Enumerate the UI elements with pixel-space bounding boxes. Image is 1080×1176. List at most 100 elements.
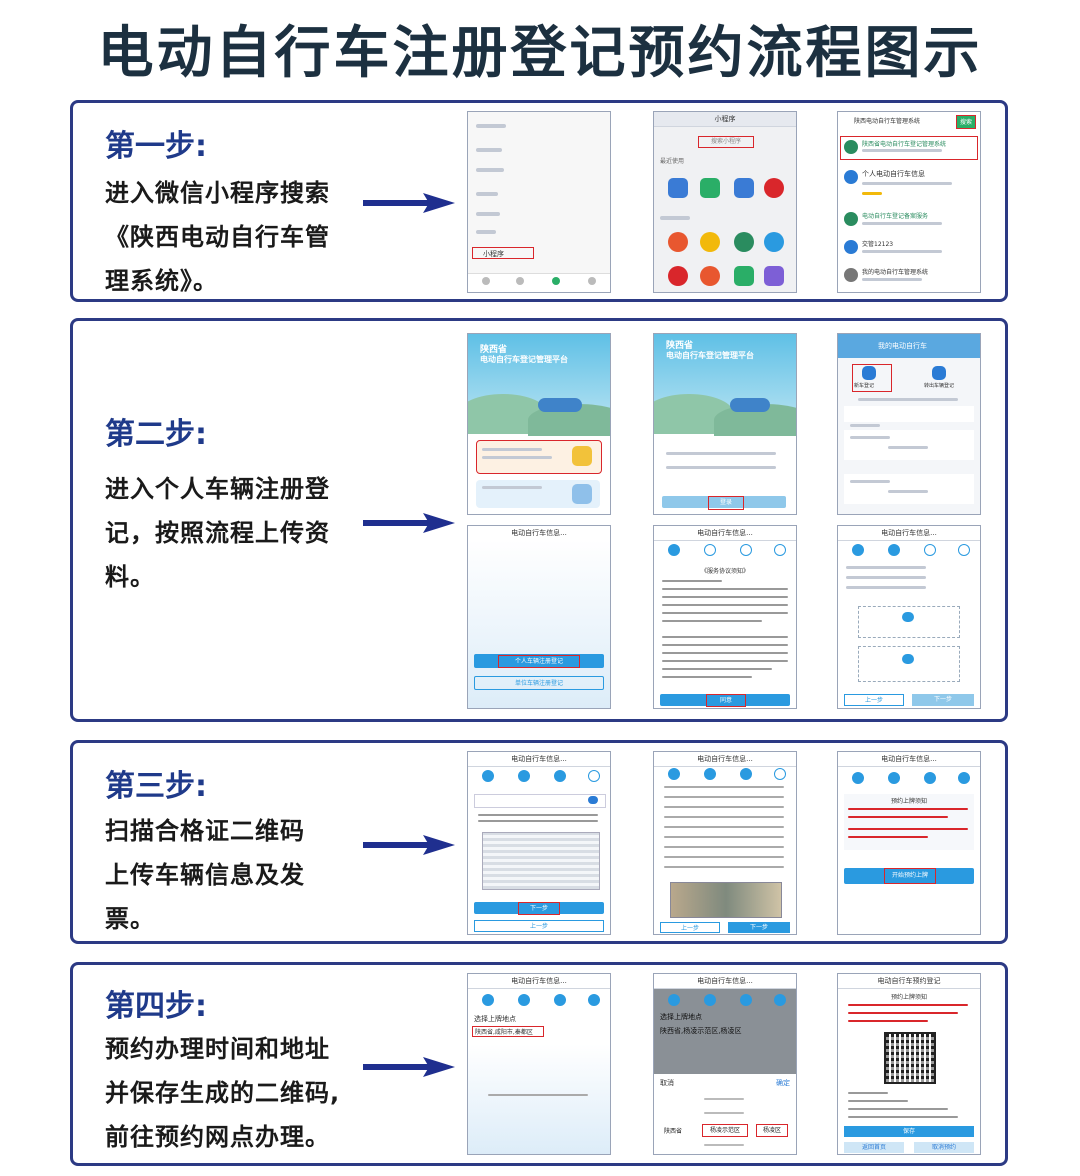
cancel-appointment-button[interactable]: 取消预约: [914, 1142, 974, 1153]
step-1-line-1: 进入微信小程序搜索: [105, 179, 330, 207]
screen-title: 电动自行车信息...: [654, 526, 796, 541]
location-label: 选择上牌地点: [474, 1015, 516, 1023]
screen-title: 电动自行车信息...: [468, 526, 610, 541]
notice-title: 预约上牌须知: [890, 994, 927, 1001]
province-title: 陕西省: [480, 345, 508, 355]
recent-label: 最近使用: [660, 158, 685, 165]
screen-title: 电动自行车信息...: [654, 974, 796, 989]
screen-wechat-discover: 小程序: [467, 111, 611, 293]
screen-login: 陕西省 电动自行车登记管理平台 登录: [653, 333, 797, 515]
previous-button[interactable]: 上一步: [660, 922, 720, 933]
step-4-heading: 第四步:: [105, 989, 207, 1024]
screen-title: 电动自行车预约登记: [838, 974, 980, 989]
screen-title: 电动自行车信息...: [838, 526, 980, 541]
step-3-line-3: 票。: [105, 905, 155, 933]
result-5: 我的电动自行车管理系统: [862, 269, 929, 276]
step-3-heading: 第三步:: [105, 769, 207, 804]
step-2-line-1: 进入个人车辆注册登: [105, 475, 330, 503]
step-1-heading: 第一步:: [105, 129, 207, 164]
return-home-button[interactable]: 返回首页: [844, 1142, 904, 1153]
province-title: 陕西省: [666, 341, 694, 351]
screen-location-picker: 电动自行车信息... 选择上牌地点 陕西省,杨凌示范区,杨凌区 取消 确定 陕西…: [653, 973, 797, 1155]
screen-agreement: 电动自行车信息... 《服务协议须知》 同意: [653, 525, 797, 709]
step-3-line-2: 上传车辆信息及发: [105, 861, 305, 889]
step-4-line-3: 前往预约网点办理。: [105, 1123, 330, 1151]
start-appointment-button[interactable]: 开始预约上牌: [884, 868, 936, 884]
cancel-button[interactable]: 取消: [660, 1079, 674, 1087]
location-label: 选择上牌地点: [660, 1013, 702, 1021]
screen-select-location: 电动自行车信息... 选择上牌地点 陕西省,咸阳市,秦都区: [467, 973, 611, 1155]
new-registration-label: 新车登记: [854, 383, 875, 389]
screen-title: 电动自行车信息...: [468, 974, 610, 989]
arrow-right-icon: [363, 1057, 455, 1077]
step-2-line-3: 料。: [105, 563, 155, 591]
next-step-button[interactable]: 下一步: [518, 902, 560, 915]
my-ebike-header: 我的电动自行车: [878, 342, 927, 350]
search-query: 陕西电动自行车管理系统: [854, 118, 921, 125]
result-3: 电动自行车登记备案服务: [862, 213, 929, 220]
step-2-line-2: 记，按照流程上传资: [105, 519, 330, 547]
agree-button[interactable]: 同意: [706, 694, 746, 707]
screen-my-ebike: 我的电动自行车 新车登记 转出车辆登记: [837, 333, 981, 515]
arrow-right-icon: [363, 193, 455, 213]
page-title: 电动自行车注册登记预约流程图示: [97, 21, 983, 86]
screen-mini-program-list: 小程序 搜索小程序 最近使用: [653, 111, 797, 293]
step-2-description: 进入个人车辆注册登 记，按照流程上传资 料。: [105, 467, 355, 599]
search-mini-program-box[interactable]: 搜索小程序: [698, 136, 754, 148]
next-button[interactable]: 下一步: [912, 694, 974, 706]
step-3-description: 扫描合格证二维码 上传车辆信息及发 票。: [105, 809, 355, 941]
arrow-right-icon: [363, 513, 455, 533]
screen-upload-photos: 电动自行车信息... 上一步 下一步: [837, 525, 981, 709]
location-value: 陕西省,杨凌示范区,杨凌区: [660, 1027, 742, 1035]
picker-district[interactable]: 杨凌区: [756, 1124, 788, 1137]
agreement-title: 《服务协议须知》: [700, 568, 749, 575]
step-2-heading: 第二步:: [105, 417, 207, 452]
step-4-line-1: 预约办理时间和地址: [105, 1035, 330, 1063]
step-1-card: 第一步: 进入微信小程序搜索 《陕西电动自行车管 理系统》。 小程序 小程序 搜…: [70, 100, 1008, 302]
arrow-right-icon: [363, 835, 455, 855]
personal-register-highlight: 个人车辆注册登记: [498, 655, 580, 668]
step-4-line-2: 并保存生成的二维码,: [105, 1079, 341, 1107]
step-2-card: 第二步: 进入个人车辆注册登 记，按照流程上传资 料。 陕西省 电动自行车登记管…: [70, 318, 1008, 722]
screen-title: 电动自行车信息...: [468, 752, 610, 767]
screen-vehicle-info: 电动自行车信息... 上一步 下一步: [653, 751, 797, 935]
picker-city[interactable]: 杨凌示范区: [702, 1124, 748, 1137]
previous-button[interactable]: 上一步: [844, 694, 904, 706]
step-4-description: 预约办理时间和地址 并保存生成的二维码, 前往预约网点办理。: [105, 1027, 355, 1159]
search-button[interactable]: 搜索: [956, 115, 976, 129]
mini-program-entry[interactable]: 小程序: [472, 247, 534, 259]
screen-appointment-notice: 电动自行车信息... 预约上牌须知 开始预约上牌: [837, 751, 981, 935]
login-button[interactable]: 登录: [708, 496, 744, 510]
personal-register-button[interactable]: [474, 654, 604, 668]
screen-title: 电动自行车信息...: [838, 752, 980, 767]
screen-scan-certificate: 电动自行车信息... 下一步 上一步: [467, 751, 611, 935]
unit-register-button[interactable]: 单位车辆注册登记: [474, 676, 604, 690]
screen-title: 小程序: [654, 112, 796, 127]
picker-province[interactable]: 陕西省: [664, 1128, 683, 1135]
previous-button[interactable]: 上一步: [474, 920, 604, 932]
step-3-line-1: 扫描合格证二维码: [105, 817, 305, 845]
result-2: 个人电动自行车信息: [862, 170, 925, 178]
next-button[interactable]: 下一步: [728, 922, 790, 933]
location-value[interactable]: 陕西省,咸阳市,秦都区: [472, 1026, 544, 1037]
screen-appointment-qr: 电动自行车预约登记 预约上牌须知 保存 返回首页 取消预约: [837, 973, 981, 1155]
platform-title: 电动自行车登记管理平台: [480, 355, 568, 364]
step-1-line-3: 理系统》。: [105, 267, 218, 295]
screen-register-type: 电动自行车信息... 个人车辆注册登记 单位车辆注册登记: [467, 525, 611, 709]
step-1-line-2: 《陕西电动自行车管: [105, 223, 330, 251]
result-highlight[interactable]: [840, 136, 978, 160]
result-4: 交管12123: [862, 241, 894, 248]
save-button[interactable]: 保存: [844, 1126, 974, 1137]
result-1: 陕西省电动自行车登记管理系统: [862, 141, 947, 148]
transfer-registration-label: 转出车辆登记: [924, 383, 955, 389]
screen-platform-home: 陕西省 电动自行车登记管理平台: [467, 333, 611, 515]
screen-search-results: 陕西电动自行车管理系统 搜索 陕西省电动自行车登记管理系统 个人电动自行车信息 …: [837, 111, 981, 293]
step-1-description: 进入微信小程序搜索 《陕西电动自行车管 理系统》。: [105, 171, 355, 303]
screen-title: 电动自行车信息...: [654, 752, 796, 767]
confirm-button[interactable]: 确定: [776, 1079, 790, 1087]
notice-title: 预约上牌须知: [890, 798, 927, 805]
step-3-card: 第三步: 扫描合格证二维码 上传车辆信息及发 票。 电动自行车信息... 下一步…: [70, 740, 1008, 944]
appointment-qr-code: [884, 1032, 936, 1084]
new-registration-tab[interactable]: [852, 364, 892, 392]
step-4-card: 第四步: 预约办理时间和地址 并保存生成的二维码, 前往预约网点办理。 电动自行…: [70, 962, 1008, 1166]
